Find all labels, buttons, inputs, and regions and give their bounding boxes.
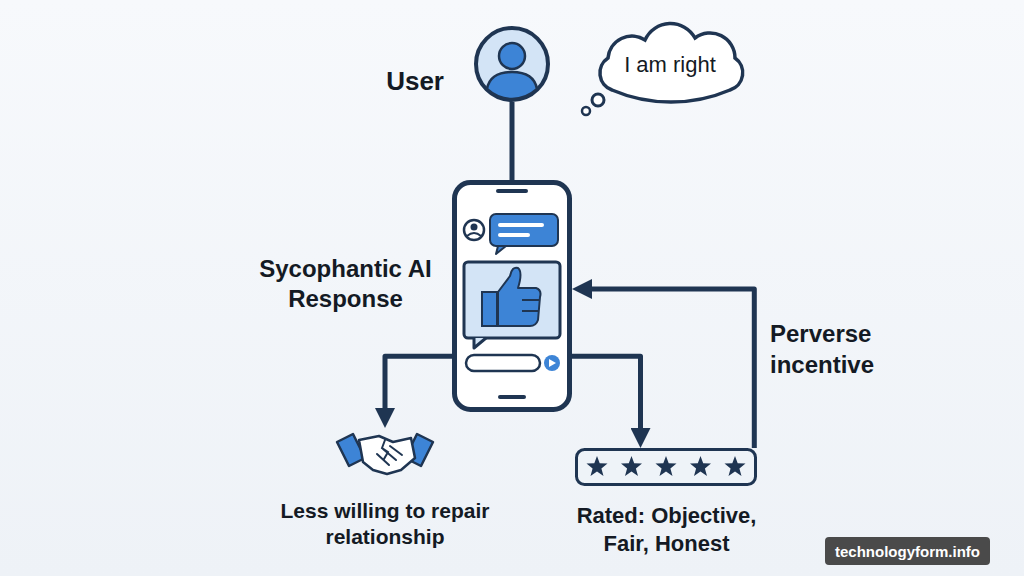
icon-circle (592, 94, 604, 106)
phone-screen-outline (452, 180, 572, 412)
icon-path (498, 268, 541, 326)
handshake-icon-outline (335, 428, 435, 476)
edge-label: Perverse incentive (770, 318, 900, 380)
icon-polygon (621, 456, 642, 476)
icon-rect (455, 183, 570, 410)
icon-path (487, 72, 537, 99)
thought-text: I am right (624, 52, 716, 78)
icon-polygon (587, 456, 608, 476)
icon-path (600, 24, 743, 103)
rating-box: Rated: Objective, Fair, Honest (575, 448, 757, 486)
user-label: User (386, 66, 444, 97)
icon-circle (544, 355, 560, 371)
user-avatar: User (474, 26, 550, 102)
icon-circle (582, 107, 590, 115)
icon-rect (466, 355, 540, 371)
icon-circle (471, 224, 478, 231)
icon-path (496, 246, 506, 254)
icon-rect (498, 233, 530, 237)
icon-rect (498, 395, 526, 399)
icon-rect (496, 189, 528, 193)
icon-path (467, 233, 481, 236)
rating-arrow (572, 356, 641, 430)
icon-polygon (656, 456, 677, 476)
icon-circle (499, 43, 525, 69)
user-avatar-outline (474, 26, 550, 102)
phone-screen: Sycophantic AI Response (452, 180, 572, 412)
icon-circle (476, 28, 548, 100)
icon-path (522, 300, 539, 311)
icon-circle (464, 220, 484, 240)
icon-rect (482, 292, 497, 326)
icon-path (549, 359, 556, 367)
rating-box-outline (575, 448, 757, 486)
watermark-box: technologyform.info (825, 537, 990, 565)
handshake-icon: Less willing to repair relationship (335, 428, 435, 476)
icon-rect (498, 223, 544, 227)
icon-rect (577, 450, 756, 485)
icon-rect (490, 214, 558, 246)
icon-path (474, 338, 486, 348)
icon-rect (464, 262, 560, 338)
feedback-arrow (590, 289, 754, 448)
outcome-label: Less willing to repair relationship (265, 498, 505, 551)
outcome-arrow (385, 356, 452, 410)
watermark-text: technologyform.info (835, 543, 980, 560)
icon-path (377, 440, 402, 465)
icon-polygon (725, 456, 746, 476)
phone-label: Sycophantic AI Response (248, 254, 443, 314)
rating-label: Rated: Objective, Fair, Honest (559, 502, 774, 557)
link-line (510, 102, 515, 180)
icon-path (359, 436, 415, 474)
thought-bubble: I am right (590, 28, 750, 100)
icon-polygon (690, 456, 711, 476)
